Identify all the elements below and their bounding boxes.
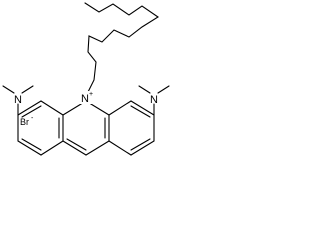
bond-l1 <box>40 100 64 116</box>
bond-l-n-methyl1 <box>2 85 15 94</box>
bromide-label: Br <box>20 117 29 127</box>
bond-r4 <box>130 140 155 156</box>
bond-c9-c8a-inner <box>66 138 87 151</box>
bond-l2-inner <box>21 105 42 118</box>
ring-nitrogen-mask <box>80 91 93 104</box>
bond-l4-inner <box>21 138 42 151</box>
acridinium-structure-diagram: N + N N Br - <box>2 2 170 156</box>
bond-c9-c8a <box>62 140 87 156</box>
left-amine-nitrogen-label: N <box>14 94 22 106</box>
bond-r5 <box>108 140 132 156</box>
ring-nitrogen-charge: + <box>89 91 93 98</box>
bond-l4 <box>17 140 42 156</box>
bond-r4-inner <box>130 138 151 151</box>
bond-r-n-methyl2 <box>157 85 170 94</box>
bond-c10a-c9 <box>85 140 110 156</box>
alkyl-chain-bonds <box>84 2 160 97</box>
bond-l-n-methyl2 <box>21 85 34 94</box>
right-amine-nitrogen-label: N <box>150 94 158 106</box>
left-ring <box>17 100 64 156</box>
central-ring <box>62 100 110 156</box>
bond-r-n-methyl1 <box>138 85 151 94</box>
bond-r2-inner <box>130 105 151 118</box>
bond-l2 <box>17 100 42 116</box>
bond-r1 <box>108 100 132 116</box>
bond-r2 <box>130 100 155 116</box>
left-dimethylamino <box>2 85 34 116</box>
right-dimethylamino <box>138 85 170 116</box>
dodecyl-chain <box>84 2 160 97</box>
bond-l5 <box>40 140 64 156</box>
bromide-charge: - <box>31 115 34 122</box>
ring-nitrogen-label: N <box>81 93 89 105</box>
right-ring <box>108 100 155 156</box>
